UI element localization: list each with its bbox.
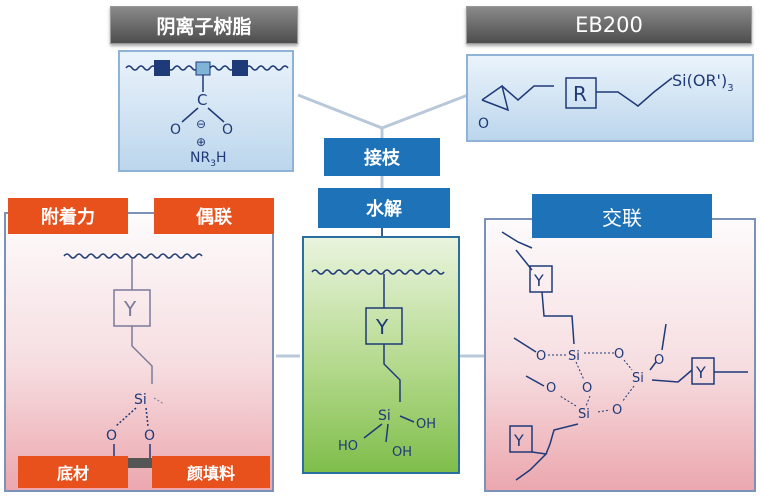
crosslink-structure: Y Si O O O Si O Y O Si O Y bbox=[501, 231, 748, 481]
hydroxyl-bottom: OH bbox=[392, 445, 412, 460]
eb200-structure: O R Si(OR')3 bbox=[478, 71, 734, 132]
adhesion-tag: 附着力 bbox=[8, 198, 128, 234]
r-group-label: R bbox=[573, 82, 587, 106]
silicon-label: Si bbox=[134, 392, 147, 408]
o-bottom-right: O bbox=[612, 403, 622, 418]
eb200-panel: O R Si(OR')3 bbox=[466, 54, 754, 142]
oxygen-right: O bbox=[222, 122, 233, 138]
y-box-right bbox=[691, 357, 715, 385]
hydrolysis-panel: Y Si OH OH HO bbox=[302, 236, 460, 474]
oxygen-left: O bbox=[106, 428, 117, 444]
hydroxyl-right: OH bbox=[416, 417, 436, 432]
adhesion-panel: Y Si O O bbox=[4, 212, 274, 492]
grafting-label: 接枝 bbox=[324, 138, 440, 176]
amine-label: NR3H bbox=[190, 150, 226, 169]
si-bottom: Si bbox=[578, 407, 590, 422]
y-label-top: Y bbox=[533, 271, 544, 290]
resin-block-center bbox=[195, 61, 211, 76]
anionic-resin-title: 阴离子树脂 bbox=[110, 6, 298, 44]
y-label-bottom: Y bbox=[513, 431, 524, 450]
silane-label: Si(OR')3 bbox=[672, 71, 734, 94]
plus-charge: ⊕ bbox=[196, 135, 206, 149]
o-center-right: O bbox=[614, 347, 624, 362]
r-group-box bbox=[565, 77, 597, 109]
hydroxyl-left: HO bbox=[338, 439, 358, 454]
o-bottom-left: O bbox=[546, 381, 556, 396]
crosslink-title: 交联 bbox=[532, 194, 712, 238]
anionic-resin-panel: C O O ⊖ ⊕ NR3H bbox=[118, 50, 294, 172]
y-box-bottom bbox=[509, 425, 533, 453]
adhesion-structure: Y Si O O bbox=[63, 253, 203, 468]
silicon-label: Si bbox=[378, 408, 391, 424]
hydrolysis-label: 水解 bbox=[318, 188, 450, 228]
y-box-top bbox=[529, 265, 553, 293]
crosslink-panel: Y Si O O O Si O Y O Si O Y bbox=[484, 218, 756, 492]
carboxyl-c: C bbox=[197, 91, 207, 109]
y-group-label: Y bbox=[375, 315, 389, 339]
o-center-left: O bbox=[536, 349, 546, 364]
y-label-right: Y bbox=[695, 363, 706, 382]
epoxy-oxygen: O bbox=[478, 116, 489, 132]
oxygen-left: O bbox=[170, 122, 181, 138]
minus-charge: ⊖ bbox=[196, 117, 206, 131]
si-right: Si bbox=[632, 371, 644, 386]
oxygen-right: O bbox=[144, 428, 155, 444]
pigment-filler-tag: 颜填料 bbox=[152, 456, 270, 488]
anionic-resin-structure: C O O ⊖ ⊕ NR3H bbox=[125, 60, 289, 169]
epoxy-ring bbox=[481, 84, 510, 112]
substrate-surface bbox=[100, 458, 170, 468]
resin-block-left bbox=[154, 60, 170, 76]
si-center: Si bbox=[568, 349, 580, 364]
o-center-bottom: O bbox=[582, 381, 592, 396]
y-group-label: Y bbox=[123, 297, 137, 321]
eb200-title: EB200 bbox=[466, 6, 752, 44]
substrate-tag: 底材 bbox=[18, 456, 128, 488]
hydrolysis-structure: Y Si OH OH HO bbox=[311, 269, 445, 460]
o-right-top: O bbox=[654, 353, 664, 368]
resin-block-right bbox=[232, 60, 248, 76]
coupling-tag: 偶联 bbox=[154, 198, 274, 234]
